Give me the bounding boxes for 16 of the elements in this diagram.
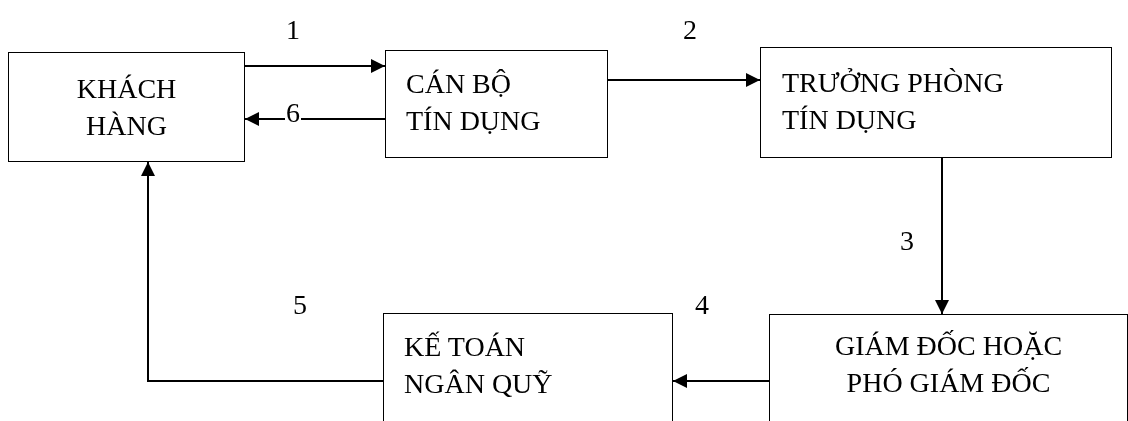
arrow: [672, 374, 770, 388]
box-label: TRƯỞNG PHÒNG TÍN DỤNG: [782, 66, 1005, 137]
arrow: [244, 112, 386, 126]
box-label: GIÁM ĐỐC HOẶC PHÓ GIÁM ĐỐC: [833, 329, 1064, 400]
process-box: [760, 47, 1112, 158]
box-label: KẾ TOÁN NGÂN QUỸ: [404, 330, 554, 401]
process-box: [769, 314, 1128, 421]
process-box: [383, 313, 673, 421]
process-box: [385, 50, 608, 158]
box-label: CÁN BỘ TÍN DỤNG: [406, 67, 542, 138]
box-label: KHÁCH HÀNG: [75, 72, 178, 143]
arrow: [141, 161, 384, 382]
arrow: [607, 73, 761, 87]
arrow: [244, 59, 386, 73]
arrow: [935, 157, 949, 315]
process-box: [8, 52, 245, 162]
